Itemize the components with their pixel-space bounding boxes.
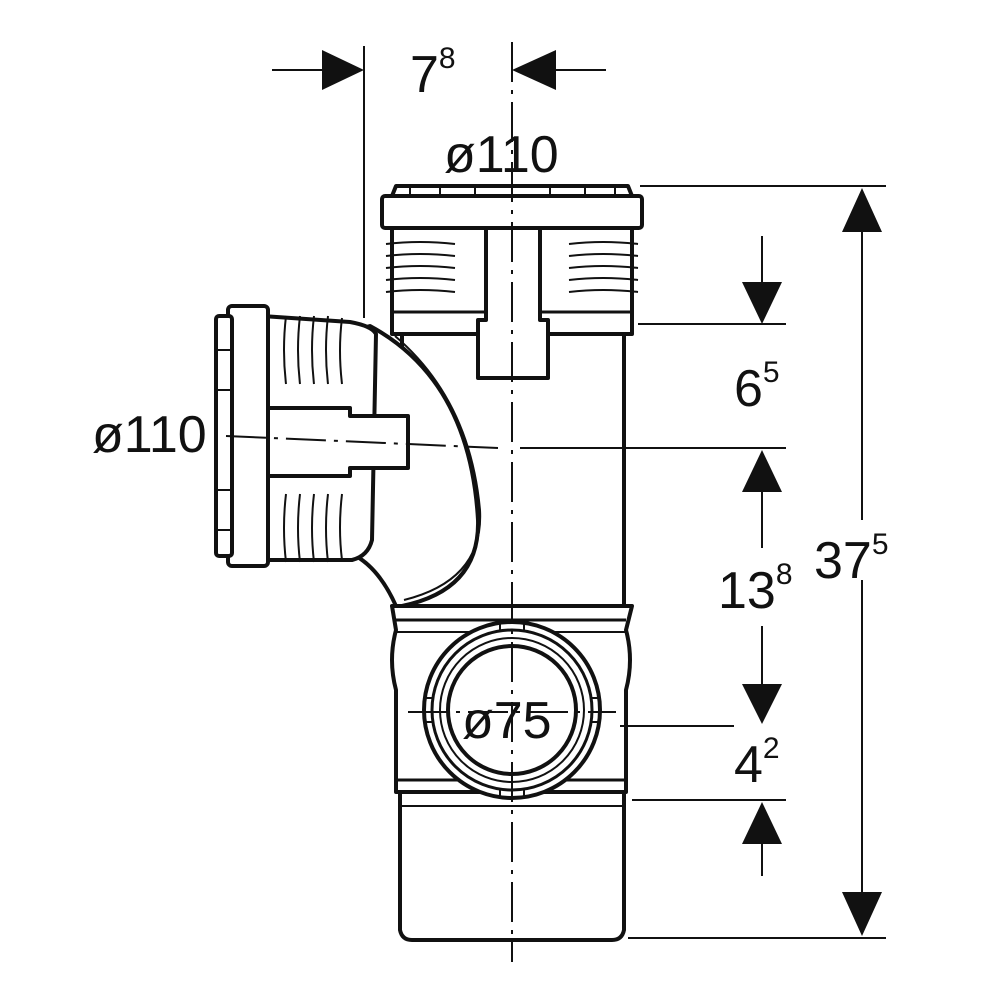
top-diameter-label: ø110 [444,126,559,184]
upper-arrow-down [742,282,782,324]
cleanout-diameter-label: ø75 [462,692,552,750]
total-height-value: 375 [814,528,889,590]
lower-segment-value: 42 [734,732,780,794]
total-arrow-top [842,188,882,232]
offset-arrow-left [322,50,364,90]
lower-arrow-up [742,802,782,844]
side-branch [214,304,482,608]
offset-dimension-value: 78 [410,42,456,104]
total-arrow-bottom [842,892,882,936]
center-lines [225,42,616,962]
middle-arrow-up [742,450,782,492]
dimension-labels: 78 ø110 ø110 65 138 375 ø75 42 [92,42,889,794]
offset-arrow-right [512,50,556,90]
middle-arrow-down [742,684,782,724]
side-diameter-label: ø110 [92,406,207,464]
upper-segment-value: 65 [734,356,780,418]
middle-segment-value: 138 [718,558,793,620]
dimension-lines [272,46,886,939]
